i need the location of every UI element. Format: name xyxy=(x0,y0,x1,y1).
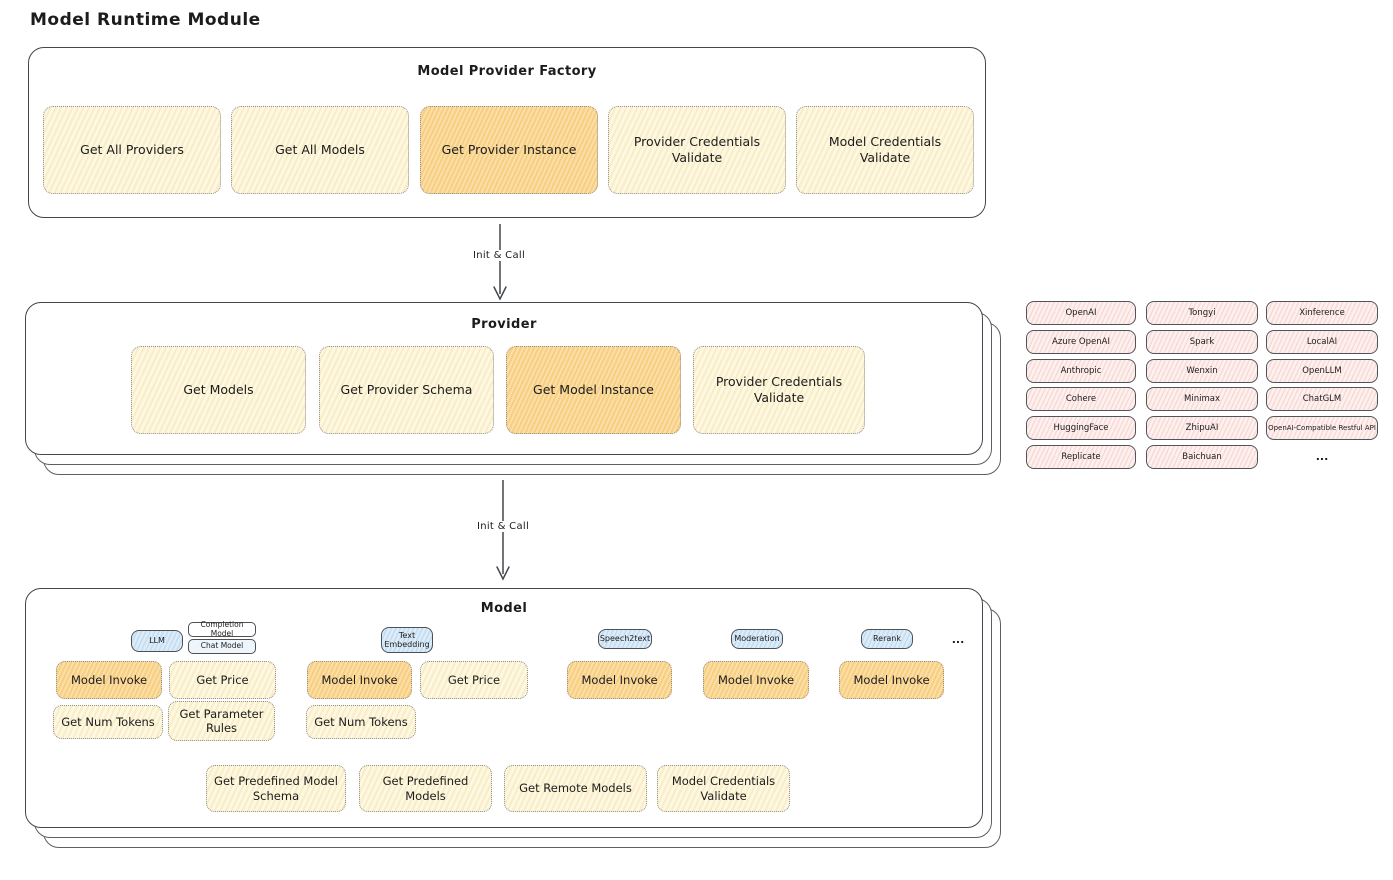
node-provider-credentials-validate-factory: Provider Credentials Validate xyxy=(608,106,786,194)
chip-cohere: Cohere xyxy=(1026,387,1136,411)
chip-anthropic: Anthropic xyxy=(1026,359,1136,383)
factory-panel: Model Provider Factory Get All Providers… xyxy=(28,47,986,218)
page-title: Model Runtime Module xyxy=(30,10,261,30)
tag-rerank: Rerank xyxy=(861,629,913,649)
node-model-credentials-validate-factory: Model Credentials Validate xyxy=(796,106,974,194)
node-get-predefined-models: Get Predefined Models xyxy=(359,765,492,812)
node-embedding-get-price: Get Price xyxy=(420,661,528,699)
chip-huggingface: HuggingFace xyxy=(1026,416,1136,440)
node-llm-get-price: Get Price xyxy=(169,661,276,699)
node-get-predefined-model-schema: Get Predefined Model Schema xyxy=(206,765,346,812)
node-get-all-models: Get All Models xyxy=(231,106,409,194)
node-get-provider-instance: Get Provider Instance xyxy=(420,106,598,194)
node-llm-model-invoke: Model Invoke xyxy=(56,661,162,699)
chip-openai: OpenAI xyxy=(1026,301,1136,325)
node-get-models: Get Models xyxy=(131,346,306,434)
node-get-model-instance: Get Model Instance xyxy=(506,346,681,434)
chip-chatglm: ChatGLM xyxy=(1266,387,1378,411)
tag-llm: LLM xyxy=(131,630,183,652)
node-llm-get-num-tokens: Get Num Tokens xyxy=(53,705,163,739)
chip-spark: Spark xyxy=(1146,330,1258,354)
provider-panel: Provider Get Models Get Provider Schema … xyxy=(25,302,983,455)
chip-openai-compatible-restful-api: OpenAI-Compatible Restful API xyxy=(1266,416,1378,440)
chip-zhipuai: ZhipuAI xyxy=(1146,416,1258,440)
chip-minimax: Minimax xyxy=(1146,387,1258,411)
model-panel-title: Model xyxy=(480,601,528,616)
node-get-provider-schema: Get Provider Schema xyxy=(319,346,494,434)
chip-baichuan: Baichuan xyxy=(1146,445,1258,469)
arrow-factory-to-provider xyxy=(493,224,507,301)
node-speech2text-model-invoke: Model Invoke xyxy=(567,661,672,699)
node-llm-get-parameter-rules: Get Parameter Rules xyxy=(168,701,275,741)
tag-chat-model: Chat Model xyxy=(188,639,256,654)
factory-panel-title: Model Provider Factory xyxy=(417,64,597,79)
node-embedding-get-num-tokens: Get Num Tokens xyxy=(306,705,416,739)
chip-wenxin: Wenxin xyxy=(1146,359,1258,383)
node-model-credentials-validate: Model Credentials Validate xyxy=(657,765,790,812)
tag-text-embedding: Text Embedding xyxy=(381,627,433,653)
chip-azure-openai: Azure OpenAI xyxy=(1026,330,1136,354)
node-provider-credentials-validate: Provider Credentials Validate xyxy=(693,346,865,434)
chip-localai: LocalAI xyxy=(1266,330,1378,354)
arrow2-label: Init & Call xyxy=(472,521,534,532)
node-embedding-model-invoke: Model Invoke xyxy=(307,661,412,699)
provider-list-ellipsis: ... xyxy=(1315,450,1329,463)
model-panel: Model LLM Completion Model Chat Model Te… xyxy=(25,588,983,828)
chip-xinference: Xinference xyxy=(1266,301,1378,325)
chip-openllm: OpenLLM xyxy=(1266,359,1378,383)
model-tags-ellipsis: ... xyxy=(951,633,965,646)
node-get-all-providers: Get All Providers xyxy=(43,106,221,194)
tag-speech2text: Speech2text xyxy=(598,629,652,649)
arrow1-label: Init & Call xyxy=(468,250,530,261)
node-get-remote-models: Get Remote Models xyxy=(504,765,647,812)
chip-tongyi: Tongyi xyxy=(1146,301,1258,325)
provider-panel-title: Provider xyxy=(471,317,537,332)
node-moderation-model-invoke: Model Invoke xyxy=(703,661,809,699)
node-rerank-model-invoke: Model Invoke xyxy=(839,661,944,699)
tag-completion-model: Completion Model xyxy=(188,620,256,637)
tag-moderation: Moderation xyxy=(731,629,783,649)
chip-replicate: Replicate xyxy=(1026,445,1136,469)
